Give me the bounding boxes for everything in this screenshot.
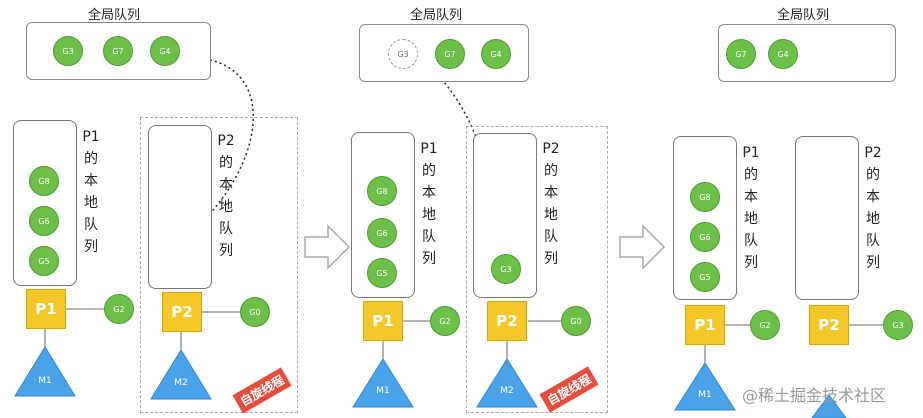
goroutine-g2: G2 xyxy=(104,294,134,324)
goroutine-g0: G0 xyxy=(240,297,270,327)
processor-p2: P2 xyxy=(162,292,202,332)
goroutine-g5: G5 xyxy=(29,246,59,276)
machine-m1-3: M1 xyxy=(698,390,712,400)
goroutine-g7: G7 xyxy=(435,39,465,69)
processor-p1-2: P1 xyxy=(363,301,403,341)
global-queue-title-2: 全局队列 xyxy=(410,8,463,23)
spinning-thread-area-2 xyxy=(466,126,608,413)
m1-triangle xyxy=(14,346,76,397)
global-queue-title-3: 全局队列 xyxy=(777,8,830,23)
goroutine-g5: G5 xyxy=(367,258,397,288)
goroutine-g6: G6 xyxy=(367,218,397,248)
p1-queue-label: P1 的 本 地 队 列 xyxy=(82,129,100,255)
goroutine-g0: G0 xyxy=(561,306,591,336)
m1-triangle-2 xyxy=(352,358,414,408)
goroutine-g6: G6 xyxy=(690,222,720,252)
goroutine-g3: G3 xyxy=(883,310,913,340)
machine-m1: M1 xyxy=(38,376,52,386)
processor-p2-3: P2 xyxy=(809,305,849,345)
spinning-thread-area-1 xyxy=(140,117,298,413)
m2-triangle xyxy=(150,349,212,400)
processor-p1: P1 xyxy=(26,289,66,329)
goroutine-g2: G2 xyxy=(750,310,780,340)
goroutine-g3: G3 xyxy=(53,36,83,66)
machine-m2-2: M2 xyxy=(500,386,514,396)
processor-p2-2: P2 xyxy=(487,301,527,341)
global-queue-title-1: 全局队列 xyxy=(88,8,141,23)
goroutine-g3-removed: G3 xyxy=(388,39,418,69)
p2-queue-label-2: P2 的 本 地 队 列 xyxy=(542,141,560,267)
machine-m1-2: M1 xyxy=(376,386,390,396)
p1-queue-label-2: P1 的 本 地 队 列 xyxy=(420,141,438,267)
p2-queue-label-3: P2 的 本 地 队 列 xyxy=(864,145,882,271)
p2-queue-label: P2 的 本 地 队 列 xyxy=(217,133,235,259)
goroutine-g5: G5 xyxy=(690,262,720,292)
transition-arrow-1 xyxy=(304,224,351,270)
goroutine-g4: G4 xyxy=(768,39,798,69)
p2-local-queue-3 xyxy=(795,136,859,300)
p1-queue-label-3: P1 的 本 地 队 列 xyxy=(742,145,760,271)
goroutine-g8: G8 xyxy=(29,166,59,196)
goroutine-g4: G4 xyxy=(150,36,180,66)
watermark: @稀土掘金技术社区 xyxy=(742,386,887,405)
goroutine-g3-stolen: G3 xyxy=(491,254,521,284)
goroutine-g7: G7 xyxy=(726,39,756,69)
goroutine-g2: G2 xyxy=(430,306,460,336)
m1-triangle-3 xyxy=(674,362,736,411)
goroutine-g4: G4 xyxy=(481,39,511,69)
processor-p1-3: P1 xyxy=(685,305,725,345)
goroutine-g7: G7 xyxy=(103,36,133,66)
p2-local-queue xyxy=(148,125,212,289)
goroutine-g8: G8 xyxy=(690,182,720,212)
steal-arrow-1 xyxy=(188,59,254,236)
m2-triangle-3-partial xyxy=(811,394,847,418)
machine-m2: M2 xyxy=(174,378,188,388)
transition-arrow-2 xyxy=(619,224,666,270)
m2-triangle-2 xyxy=(476,358,538,408)
goroutine-g8: G8 xyxy=(367,176,397,206)
goroutine-g6: G6 xyxy=(29,206,59,236)
